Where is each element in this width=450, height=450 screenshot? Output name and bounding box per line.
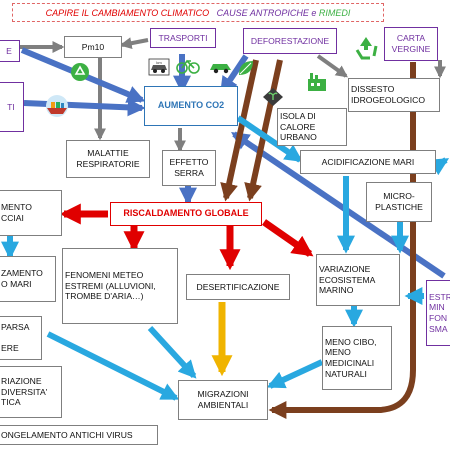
arrow-menocibo-to-migrazioni (266, 359, 324, 389)
arrow-deforestazione-to-riscaldamento-2 (244, 59, 283, 202)
arrow-aumento-to-acidificazione (236, 115, 303, 163)
recycle-icon (71, 63, 89, 81)
diagram-title: CAPIRE IL CAMBIAMENTO CLIMATICO CAUSE AN… (12, 3, 384, 22)
title-part-4: RIMEDI (318, 7, 351, 18)
leaf-icon (239, 61, 253, 75)
svg-text:km: km (156, 60, 162, 65)
title-part-2: CAUSE ANTROPICHE (216, 7, 309, 18)
box-scarsa-acqua: PARSA ERE (0, 316, 42, 360)
arrow-left-mid-to-aumento (23, 98, 146, 117)
box-effetto-serra: EFFETTO SERRA (162, 150, 216, 186)
cargo-ship-icon (46, 95, 68, 117)
arrow-estr-to-aumento (231, 131, 446, 279)
car-icon: km (148, 58, 170, 76)
box-isola-di-calore: ISOLA DI CALORE URBANO (277, 108, 347, 146)
box-desertificazione: DESERTIFICAZIONE (186, 274, 290, 300)
electric-car-icon (210, 64, 231, 74)
box-variazione-ecosistema-marino: VARIAZIONE ECOSISTEMA MARINO (316, 254, 400, 306)
box-microplastiche: MICRO- PLASTICHE (366, 182, 432, 222)
box-pm10: Pm10 (64, 36, 122, 58)
title-part-1: CAPIRE IL CAMBIAMENTO CLIMATICO (45, 7, 210, 18)
box-scongelamento-virus: ONGELAMENTO ANTICHI VIRUS (0, 425, 158, 445)
box-meno-cibo: MENO CIBO, MENO MEDICINALI NATURALI (322, 326, 392, 390)
box-migrazioni-ambientali: MIGRAZIONI AMBIENTALI (178, 380, 268, 420)
box-variazione-biodiversita: RIAZIONE DIVERSITA' TICA (0, 366, 62, 418)
box-left-cause-mid: TI (0, 82, 24, 132)
title-part-3: e (311, 7, 317, 18)
plant-hand-icon (263, 88, 283, 106)
box-carta-vergine: CARTA VERGINE (384, 27, 438, 61)
factory-icon (308, 73, 326, 91)
box-estrazione-minerali: ESTR MIN FON SMA (426, 280, 450, 346)
box-left-cause-top: E (0, 40, 20, 62)
box-aumento-co2: AUMENTO CO2 (144, 86, 238, 126)
box-acidificazione-mari: ACIDIFICAZIONE MARI (300, 150, 436, 174)
arrow-acid-to-edge (429, 157, 450, 176)
box-riscaldamento-globale: RISCALDAMENTO GLOBALE (110, 202, 262, 226)
arrow-fenomeni-to-migrazioni (147, 325, 197, 379)
box-fenomeni-meteo-estremi: FENOMENI METEO ESTREMI (ALLUVIONI, TROMB… (62, 248, 178, 324)
arrow-deforestazione-to-riscaldamento-1 (220, 59, 259, 202)
arrow-carta-to-migrazioni (268, 62, 416, 419)
box-trasporti: TRASPORTI (150, 28, 216, 48)
arrow-trasporti-to-pm10 (119, 37, 149, 50)
arrow-deforestazione-to-dissesto (316, 54, 348, 78)
recycle-icon (355, 37, 378, 60)
arrow-scarsa-to-migrazioni (46, 331, 180, 401)
box-malattie-respiratorie: MALATTIE RESPIRATORIE (66, 140, 150, 178)
box-deforestazione: DEFORESTAZIONE (243, 28, 337, 54)
arrow-riscaldamento-to-variazione (262, 219, 314, 257)
box-dissesto-idrogeologico: DISSESTO IDROGEOLOGICO (348, 78, 440, 112)
bicycle-icon (176, 59, 200, 74)
box-innalzamento-mari: ZAMENTO O MARI (0, 256, 56, 302)
box-scioglimento-ghiacciai: MENTO CCIAI (0, 190, 62, 236)
